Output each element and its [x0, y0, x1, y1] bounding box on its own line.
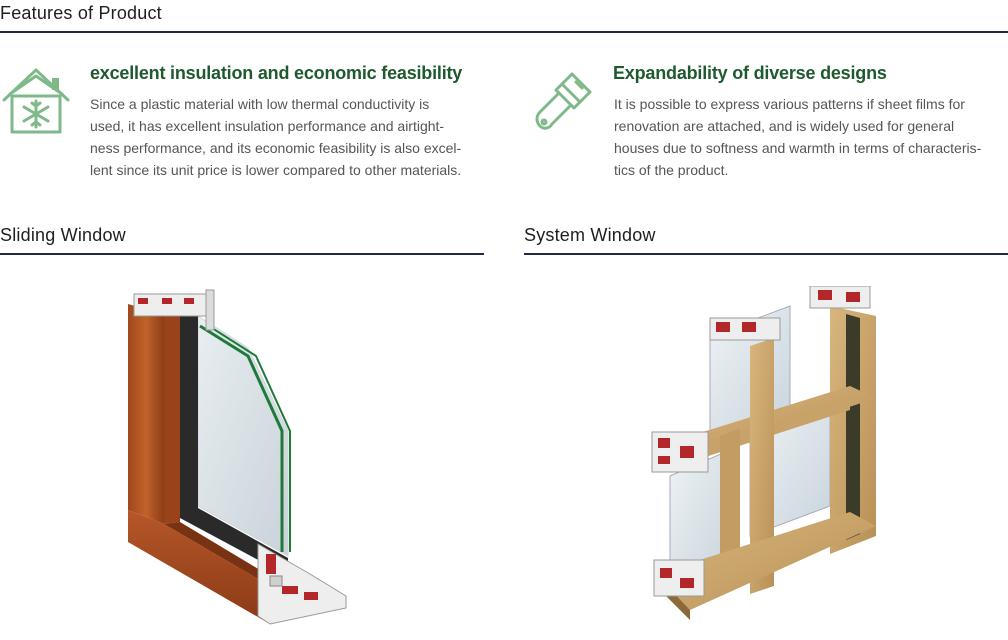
system-window-image [651, 286, 876, 620]
sliding-window-image [128, 289, 347, 625]
feature-heading: excellent insulation and economic feasib… [90, 63, 463, 83]
feature-description-line: lent since its unit price is lower compa… [90, 162, 462, 178]
feature-heading: Expandability of diverse designs [613, 63, 887, 83]
system-window-divider [524, 253, 1008, 255]
sliding-window-divider [0, 253, 484, 255]
feature-description-line: houses due to softness and warmth in ter… [614, 140, 982, 156]
feature-description-line: used, it has excellent insulation perfor… [90, 118, 445, 134]
features-divider [0, 31, 1008, 33]
feature-description-line: ness performance, and its economic feasi… [90, 140, 462, 156]
system-window-title: System Window [524, 225, 656, 245]
feature-description: Since a plastic material with low therma… [90, 93, 485, 181]
sliding-window-title: Sliding Window [0, 225, 126, 245]
house-snowflake-icon [2, 68, 70, 134]
feature-description-line: It is possible to express various patter… [614, 96, 965, 112]
feature-description: It is possible to express various patter… [614, 93, 1008, 181]
feature-description-line: tics of the product. [614, 162, 729, 178]
feature-description-line: Since a plastic material with low therma… [90, 96, 430, 112]
features-title: Features of Product [0, 3, 162, 23]
paint-brush-icon [535, 72, 592, 130]
feature-description-line: renovation are attached, and is widely u… [614, 118, 955, 134]
